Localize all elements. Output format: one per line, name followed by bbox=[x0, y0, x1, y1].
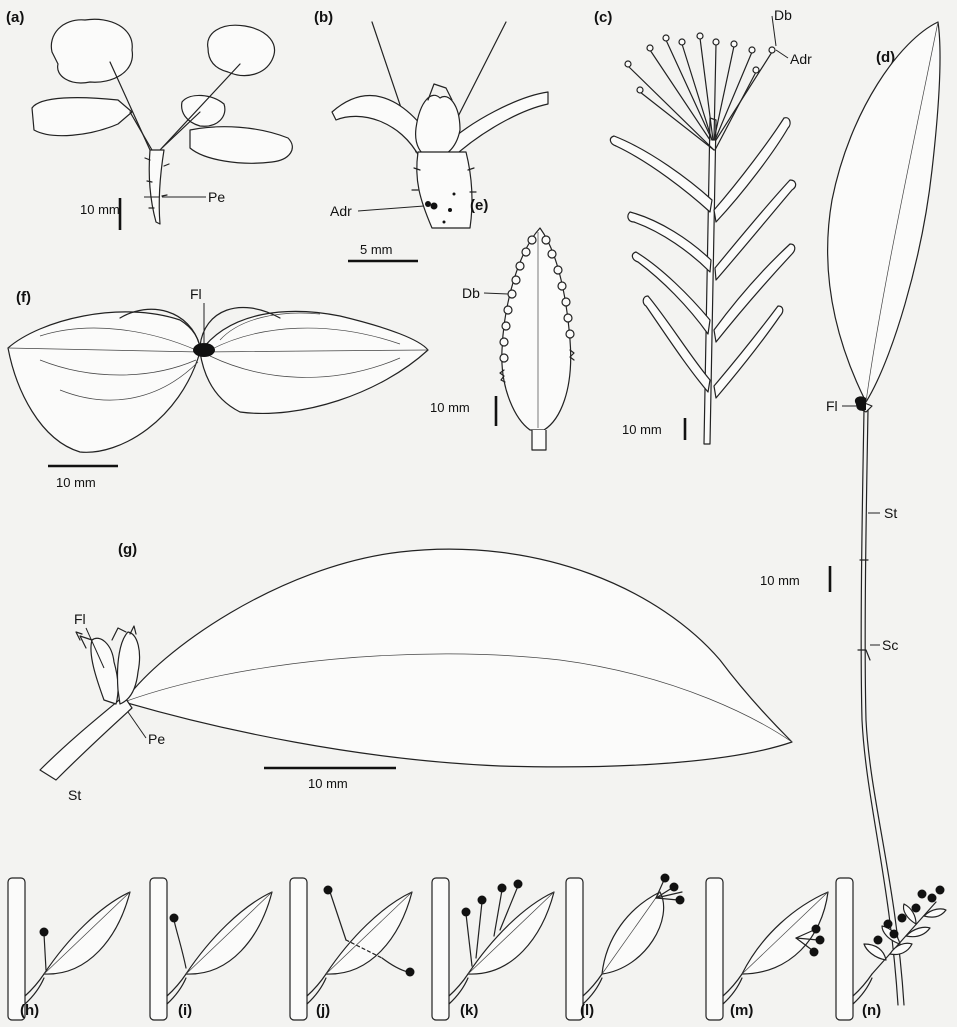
panel-m: (m) bbox=[706, 878, 828, 1020]
panel-b-scale: 5 mm bbox=[360, 242, 393, 257]
panel-c: (c) Db bbox=[594, 7, 812, 444]
panel-b: (b) Adr 5 mm bbox=[314, 9, 548, 261]
panel-g-label-fl: Fl bbox=[74, 611, 86, 627]
panel-k: (k) bbox=[432, 878, 554, 1020]
panel-j: (j) bbox=[290, 878, 415, 1020]
panel-n-label: (n) bbox=[862, 1002, 881, 1019]
panel-f: (f) Fl 10 mm bbox=[8, 286, 428, 490]
panel-a-label: (a) bbox=[6, 9, 24, 26]
panel-d-label-sc: Sc bbox=[882, 637, 898, 653]
panel-d-scale: 10 mm bbox=[760, 573, 800, 588]
panel-l: (l) bbox=[566, 874, 685, 1021]
panel-g-label: (g) bbox=[118, 541, 137, 558]
panel-e: (e) Db 10 mm bbox=[430, 197, 574, 450]
panel-f-label-fl: Fl bbox=[190, 286, 202, 302]
panel-a-scale: 10 mm bbox=[80, 202, 120, 217]
panel-d-label-fl: Fl bbox=[826, 398, 838, 414]
panel-c-label: (c) bbox=[594, 9, 612, 26]
panel-f-label: (f) bbox=[16, 289, 31, 306]
panel-g-scale: 10 mm bbox=[308, 776, 348, 791]
panel-a: (a) 10 mm Pe bbox=[6, 9, 292, 230]
panel-g-label-st: St bbox=[68, 787, 81, 803]
panel-m-label: (m) bbox=[730, 1002, 753, 1019]
panel-i: (i) bbox=[150, 878, 272, 1020]
panel-c-scale: 10 mm bbox=[622, 422, 662, 437]
panel-b-label: (b) bbox=[314, 9, 333, 26]
panel-e-scale: 10 mm bbox=[430, 400, 470, 415]
panel-h-label: (h) bbox=[20, 1002, 39, 1019]
panel-c-drawing bbox=[610, 33, 795, 444]
panel-b-label-adr: Adr bbox=[330, 203, 352, 219]
panel-e-label-db: Db bbox=[462, 285, 480, 301]
panel-d-label-st: St bbox=[884, 505, 897, 521]
panel-f-drawing bbox=[8, 307, 428, 452]
panel-g: (g) Fl Pe St 10 mm bbox=[40, 541, 792, 803]
panel-e-drawing bbox=[500, 228, 574, 450]
panel-j-label: (j) bbox=[316, 1002, 330, 1019]
panel-a-label-pe: Pe bbox=[208, 189, 225, 205]
panel-c-label-db: Db bbox=[774, 7, 792, 23]
panel-n: (n) bbox=[836, 878, 946, 1020]
panel-f-scale: 10 mm bbox=[56, 475, 96, 490]
panel-e-label: (e) bbox=[470, 197, 488, 214]
panel-g-label-pe: Pe bbox=[148, 731, 165, 747]
panel-b-drawing bbox=[332, 22, 548, 228]
panel-h: (h) bbox=[8, 878, 130, 1020]
panel-d: (d) Fl St Sc 10 mm bbox=[760, 22, 940, 1005]
panel-k-label: (k) bbox=[460, 1002, 478, 1019]
panel-i-label: (i) bbox=[178, 1002, 192, 1019]
panel-a-drawing bbox=[32, 19, 292, 224]
panel-l-label: (l) bbox=[580, 1002, 594, 1019]
panel-c-label-adr: Adr bbox=[790, 51, 812, 67]
